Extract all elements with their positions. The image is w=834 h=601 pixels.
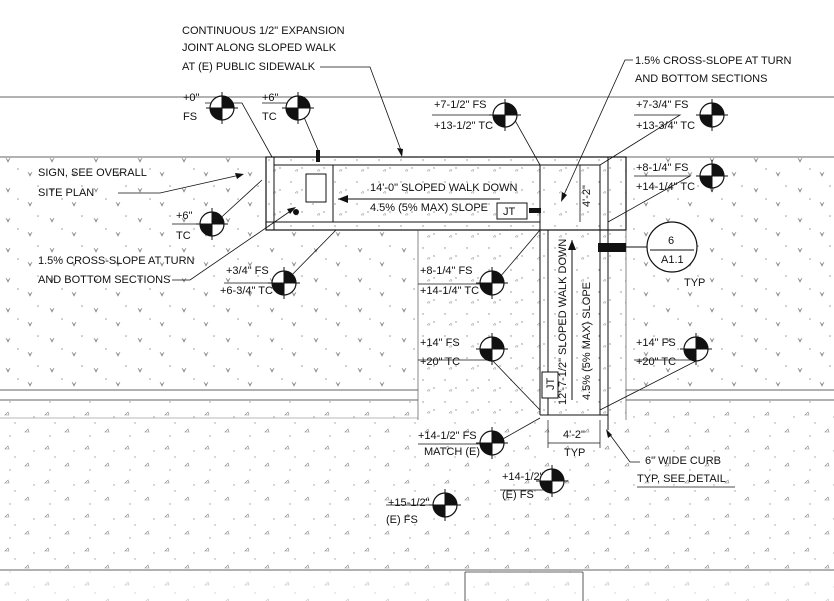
vertical-walk-label-1: 12'-7-1/2" SLOPED WALK DOWN: [557, 239, 569, 405]
note-expansion-joint: CONTINUOUS 1/2" EXPANSION JOINT ALONG SL…: [182, 25, 403, 157]
sign-post: [305, 173, 327, 203]
note-cross-slope-left-line-1: 1.5% CROSS-SLOPE AT TURN: [38, 255, 195, 267]
jt-tag-text: JT: [503, 206, 516, 218]
jt-tag-vertical-text: JT: [545, 378, 557, 391]
elevation-markers: [196, 92, 728, 521]
walk-lower-hatch: [418, 230, 626, 420]
note-curb: 6" WIDE CURB TYP, SEE DETAIL: [606, 429, 735, 488]
jt-tag-vertical-box: [541, 371, 559, 399]
sign-dot: [293, 209, 299, 215]
elev-e5-line1: +8-1/4" FS: [636, 162, 689, 174]
slope-arrowhead-horizontal: [338, 195, 348, 203]
upper-walk-outline: [265, 156, 627, 231]
dim-right-text: 4'-2": [581, 185, 593, 207]
note-cross-slope-top-line-2: AND BOTTOM SECTIONS: [635, 73, 767, 85]
elev-e9-line2: +20" TC: [420, 356, 460, 368]
elevation-marker: [476, 427, 508, 459]
elevation-marker: [489, 99, 521, 131]
street-area: [0, 570, 834, 601]
elev-e2-line1: +6": [262, 92, 279, 104]
elev-e10-line2: +20" TC: [636, 356, 676, 368]
detail-number: 6: [668, 235, 674, 247]
note-cross-slope-left: 1.5% CROSS-SLOPE AT TURN AND BOTTOM SECT…: [38, 207, 296, 286]
public-sidewalk: [0, 400, 834, 570]
note-cross-slope-top-line-1: 1.5% CROSS-SLOPE AT TURN: [635, 55, 792, 67]
elev-e3-line1: +7-1/2" FS: [434, 99, 487, 111]
note-curb-line-2: TYP, SEE DETAIL: [637, 473, 726, 485]
note-cross-slope-top: 1.5% CROSS-SLOPE AT TURN AND BOTTOM SECT…: [561, 55, 792, 202]
elev-e6-line1: +6": [176, 210, 193, 222]
elev-e11-line2: MATCH (E): [424, 446, 480, 458]
elevation-marker: [429, 489, 461, 521]
elevation-marker: [696, 99, 728, 131]
vertical-walk-label-2: 4.5% (5% MAX) SLOPE: [581, 282, 593, 400]
elev-e12-line1: +14-1/2": [502, 471, 544, 483]
driveway: [464, 571, 584, 601]
note-sign-line-1: SIGN, SEE OVERALL: [38, 167, 147, 179]
elev-e12-line2: (E) FS: [502, 489, 534, 501]
elev-e5-line2: +14-1/4" TC: [636, 181, 695, 193]
elev-e2-line2: TC: [262, 111, 277, 123]
note-sign: SIGN, SEE OVERALL SITE PLAN: [38, 167, 244, 199]
note-expansion-line-2: JOINT ALONG SLOPED WALK: [182, 42, 337, 54]
elevation-marker: [680, 333, 712, 365]
elev-e4-line2: +13-3/4" TC: [636, 120, 695, 132]
elevation-marker: [282, 92, 314, 124]
elevation-marker: [196, 208, 228, 240]
elevation-marker: [696, 160, 728, 192]
elev-e1-line2: FS: [183, 111, 197, 123]
elev-e8-line2: +14-1/4" TC: [420, 285, 479, 297]
elevation-marker: [536, 465, 568, 497]
dim-bottom-text: 4'-2": [563, 429, 585, 441]
elev-e10-line1: +14" FS: [636, 337, 676, 349]
upper-walk-label-2: 4.5% (5% MAX) SLOPE: [370, 202, 488, 214]
elev-e1-line1: +0": [183, 92, 200, 104]
detail-section-cut: [598, 243, 626, 252]
note-expansion-line-3: AT (E) PUBLIC SIDEWALK: [182, 61, 316, 73]
elev-e11-line1: +14-1/2" FS: [418, 430, 477, 442]
detail-sheet: A1.1: [661, 254, 684, 266]
elev-e13-line1: +15-1/2": [388, 497, 430, 509]
elev-e4-line1: +7-3/4" FS: [636, 99, 689, 111]
elev-e8-line1: +8-1/4" FS: [420, 265, 473, 277]
note-sign-line-2: SITE PLAN: [38, 187, 94, 199]
note-expansion-line-1: CONTINUOUS 1/2" EXPANSION: [182, 25, 345, 37]
note-curb-line-1: 6" WIDE CURB: [645, 455, 721, 467]
elev-e13-line2: (E) FS: [386, 514, 418, 526]
elev-e3-line2: +13-1/2" TC: [434, 120, 493, 132]
elev-e9-line1: +14" FS: [420, 337, 460, 349]
elev-e6-line2: TC: [176, 230, 191, 242]
elevation-marker: [476, 267, 508, 299]
elevation-marker: [476, 333, 508, 365]
jt-tag-mark: [529, 208, 541, 213]
sign-mark: [316, 150, 320, 162]
elev-e7-line2: +6-3/4" TC: [220, 285, 273, 297]
detail-typ: TYP: [684, 277, 705, 289]
note-cross-slope-left-line-2: AND BOTTOM SECTIONS: [38, 274, 170, 286]
slope-arrowhead-vertical: [568, 240, 576, 250]
jt-tag-box: [496, 202, 528, 220]
dim-bottom-typ: TYP: [564, 447, 585, 459]
upper-walk-label-1: 14'-0" SLOPED WALK DOWN: [370, 182, 517, 194]
elevation-marker: [268, 267, 300, 299]
detail-callout-bubble: [646, 221, 698, 273]
elevation-marker: [206, 92, 238, 124]
elev-e7-line1: +3/4" FS: [226, 265, 269, 277]
